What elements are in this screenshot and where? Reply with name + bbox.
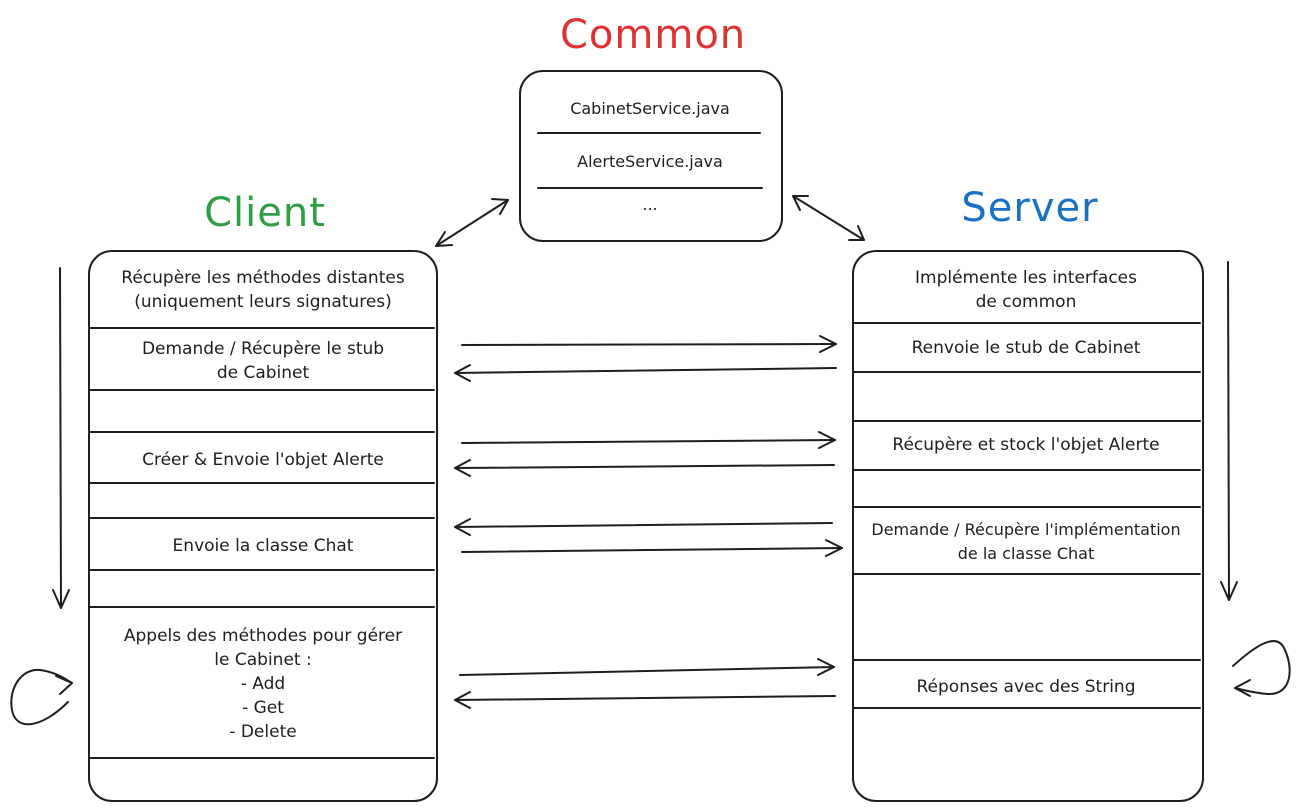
common-title: Common — [560, 12, 747, 58]
server-loop-arrow — [1232, 640, 1291, 697]
client-row-request-stub: Demande / Récupère le stub de Cabinet — [141, 339, 385, 383]
common-row-cabinet-service: CabinetService.java — [570, 99, 730, 118]
client-row-send-chat: Envoie la classe Chat — [172, 536, 354, 556]
client-loop-arrow — [10, 668, 73, 726]
server-flow-arrow — [1220, 261, 1238, 601]
client-common-arrow — [435, 198, 509, 247]
client-flow-arrow — [52, 267, 70, 609]
server-title: Server — [961, 185, 1099, 231]
arrow-request-stub — [461, 335, 837, 353]
client-row-call-methods: Appels des méthodes pour gérer le Cabine… — [123, 626, 403, 742]
client-box — [88, 250, 438, 802]
arrow-send-alerte — [461, 431, 836, 449]
client-title: Client — [204, 190, 326, 236]
server-row-implements: Implémente les interfaces de common — [915, 268, 1137, 312]
arrow-return-stub — [454, 364, 837, 382]
server-box — [852, 250, 1204, 802]
arrow-string-responses — [454, 691, 836, 709]
common-row-ellipsis: ... — [642, 195, 658, 214]
arrow-send-chat — [461, 539, 843, 557]
server-row-chat-implementation: Demande / Récupère l'implémentation de l… — [871, 520, 1181, 563]
server-row-string-responses: Réponses avec des String — [916, 677, 1136, 697]
arrow-alerte-ack — [454, 459, 835, 477]
client-row-send-alerte: Créer & Envoie l'objet Alerte — [142, 450, 384, 470]
client-row-retrieve-methods: Récupère les méthodes distantes (uniquem… — [121, 268, 405, 312]
common-server-arrow — [792, 195, 865, 241]
server-row-return-stub: Renvoie le stub de Cabinet — [911, 338, 1141, 358]
arrow-chat-request — [454, 518, 833, 536]
arrow-call-methods — [459, 658, 835, 676]
server-row-store-alerte: Récupère et stock l'objet Alerte — [892, 435, 1160, 455]
common-box — [519, 70, 783, 242]
common-row-alerte-service: AlerteService.java — [577, 152, 723, 171]
